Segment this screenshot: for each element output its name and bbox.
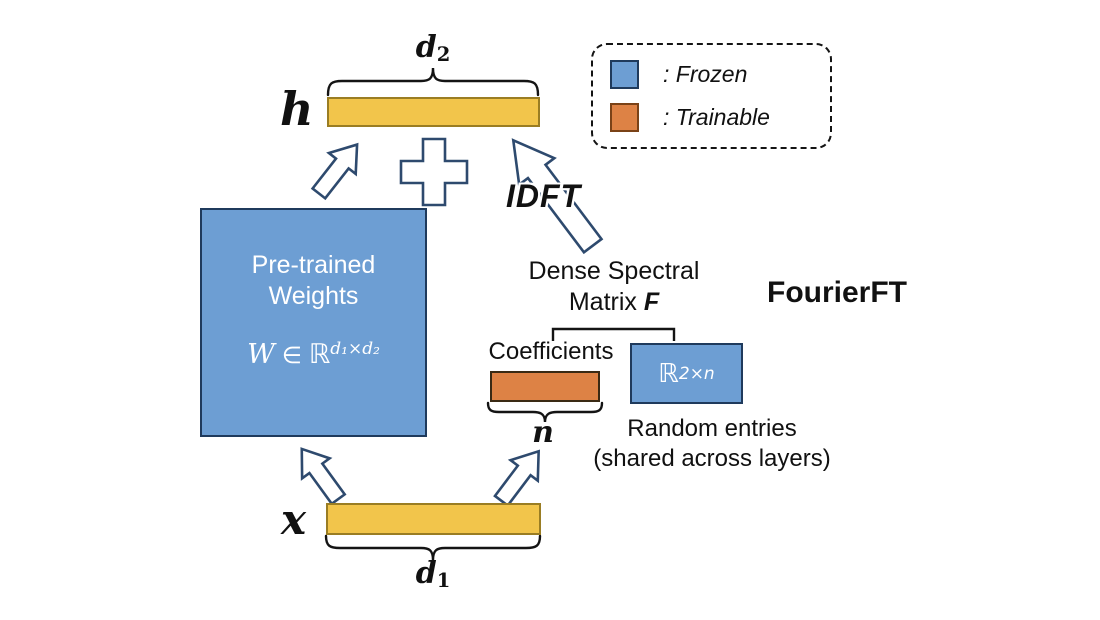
x-vector-bar — [326, 503, 541, 535]
pretrained-weights-title: Pre-trained Weights — [252, 250, 376, 313]
d1-subscript: 1 — [436, 569, 451, 592]
spectral-line2: Matrix F — [529, 287, 700, 318]
legend-row-frozen: : Frozen — [610, 60, 830, 89]
formula-exponent: d₁×d₂ — [330, 338, 380, 359]
underbrace-n — [486, 401, 604, 423]
fourierft-title: FourierFT — [767, 276, 907, 309]
random-caption-line2: (shared across layers) — [593, 445, 831, 473]
idft-label: IDFT — [506, 178, 582, 214]
random-caption-line1: Random entries — [627, 415, 797, 442]
matrix-f-bracket — [551, 327, 676, 341]
coefficients-bar — [490, 371, 600, 402]
coefficients-label: Coefficients — [488, 338, 614, 365]
pretrained-title-line2: Weights — [268, 282, 359, 311]
plus-icon — [399, 137, 469, 207]
trainable-swatch-icon — [610, 103, 639, 132]
d1-dimension-label: d1 — [416, 556, 451, 592]
legend-row-trainable: : Trainable — [610, 103, 830, 132]
pretrained-weights-box: Pre-trained Weights W∈ℝd₁×d₂ — [200, 208, 427, 437]
d2-subscript: 2 — [436, 43, 451, 66]
h-vector-bar — [327, 97, 540, 127]
h-vector-label: h — [280, 82, 314, 136]
underbrace-d1 — [324, 534, 542, 561]
pretrained-title-line1: Pre-trained — [251, 251, 376, 279]
spectral-matrix-word: Matrix — [568, 287, 644, 316]
frozen-swatch-icon — [610, 60, 639, 89]
dense-spectral-matrix-label: Dense Spectral Matrix F — [529, 256, 700, 317]
overbrace-d2 — [326, 67, 540, 97]
spectral-line1: Dense Spectral — [528, 257, 700, 285]
n-dimension-label: n — [532, 415, 554, 450]
trainable-label: : Trainable — [663, 104, 770, 130]
idft-arrow-icon — [511, 138, 604, 255]
legend-box: : Frozen : Trainable — [591, 43, 832, 149]
d2-base: d — [415, 30, 437, 65]
weights-formula: W∈ℝd₁×d₂ — [247, 339, 380, 370]
random-box-reals: ℝ — [658, 358, 679, 389]
d2-dimension-label: d2 — [416, 30, 451, 66]
random-entries-caption: Random entries (shared across layers) — [593, 414, 830, 475]
spectral-f-symbol: F — [643, 287, 660, 316]
random-box-exponent: 2×n — [678, 363, 715, 384]
formula-in: ∈ — [281, 342, 302, 369]
arrow-x-to-coefficients-icon — [493, 449, 541, 508]
formula-w: W — [247, 338, 275, 370]
x-vector-label: x — [281, 495, 307, 544]
frozen-label: : Frozen — [663, 61, 748, 87]
formula-reals: ℝ — [308, 338, 331, 370]
arrow-weights-to-h-icon — [310, 142, 359, 201]
d1-base: d — [415, 556, 437, 591]
arrow-x-to-weights-icon — [300, 447, 347, 506]
